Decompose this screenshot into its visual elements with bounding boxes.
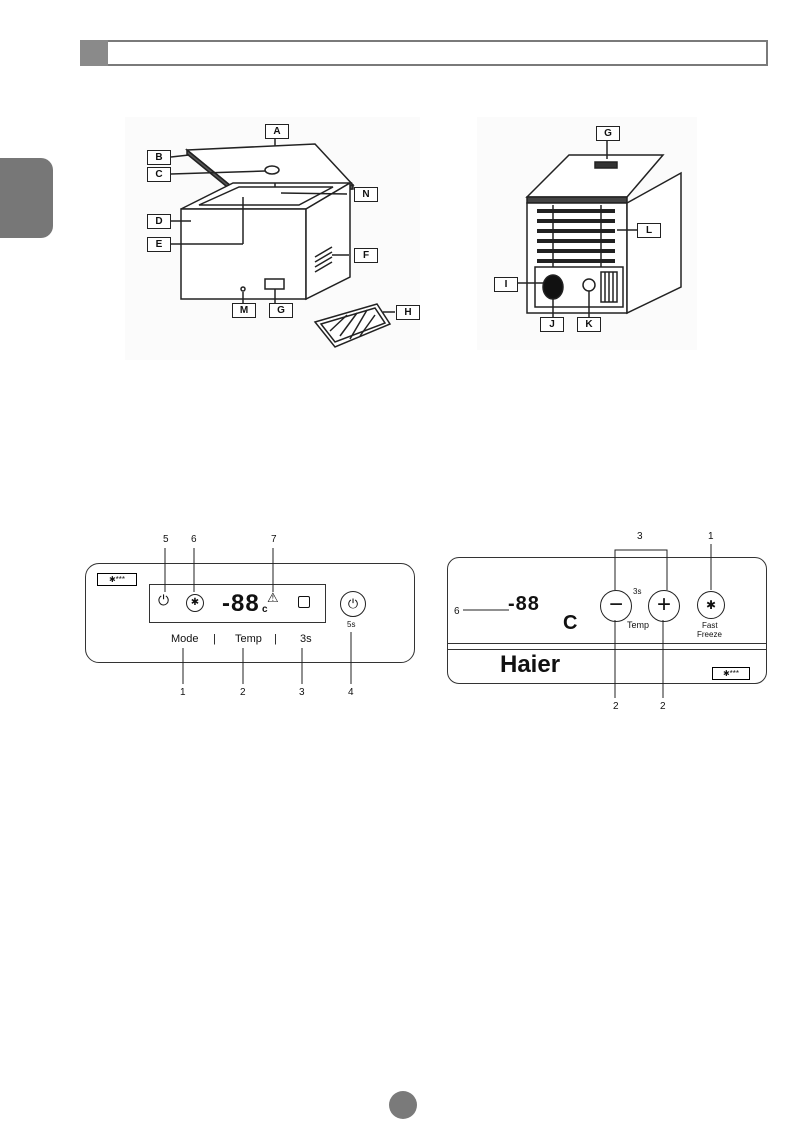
callout-4-left: 4 (348, 687, 354, 698)
callout-3-left: 3 (299, 687, 305, 698)
callout-2-right-a: 2 (613, 701, 619, 712)
panel-divider (447, 643, 767, 650)
callout-7: 7 (271, 534, 277, 545)
temp-label-right: Temp (627, 620, 650, 630)
fast-freeze-label-1: Fast (702, 621, 718, 630)
callout-2-right-b: 2 (660, 701, 666, 712)
label-m: M (232, 303, 256, 318)
label-l: L (637, 223, 661, 238)
side-tab (0, 158, 53, 238)
section-header-marker (80, 40, 108, 66)
control-panel-left (85, 563, 415, 663)
label-h: H (396, 305, 420, 320)
fast-freeze-button[interactable]: ✱ (697, 591, 725, 619)
power-button[interactable]: ⏻ (340, 591, 366, 617)
label-a: A (265, 124, 289, 139)
label-i: I (494, 277, 518, 292)
freezer-front-drawing (170, 139, 395, 348)
callout-6-right: 6 (454, 606, 460, 617)
energy-badge-left: ✱*** (97, 573, 137, 586)
callout-5: 5 (163, 534, 169, 545)
lock-hold-label-left[interactable]: 3s (300, 633, 312, 645)
label-b: B (147, 150, 171, 165)
label-d: D (147, 214, 171, 229)
page-number-dot (389, 1091, 417, 1119)
display-unit-left: c (262, 604, 268, 615)
freezer-front-figure (125, 117, 420, 360)
label-f: F (354, 248, 378, 263)
fast-freeze-label-2: Freeze (697, 630, 722, 639)
label-c: C (147, 167, 171, 182)
callout-6-left: 6 (191, 534, 197, 545)
label-g-back: G (596, 126, 620, 141)
temperature-display-left: -88 (222, 590, 260, 617)
label-e: E (147, 237, 171, 252)
power-hold-label: 5s (347, 620, 356, 629)
right-panel-leaders (463, 544, 712, 698)
freezer-back-figure (477, 117, 697, 350)
callout-3-right: 3 (637, 531, 643, 542)
separator-1: | (213, 633, 216, 645)
control-panel-right (447, 557, 767, 684)
minus-button[interactable]: − (600, 590, 632, 622)
display-unit-right: C (563, 612, 578, 634)
callout-1-right: 1 (708, 531, 714, 542)
label-k: K (577, 317, 601, 332)
display-box-left (149, 584, 326, 623)
label-g-front: G (269, 303, 293, 318)
left-panel-leaders (164, 548, 352, 684)
callout-1-left: 1 (180, 687, 186, 698)
mode-button[interactable]: Mode (171, 633, 199, 645)
energy-badge-right: ✱*** (712, 667, 750, 680)
lock-hold-label-right: 3s (633, 587, 642, 596)
alarm-icon: ⚠ (267, 590, 279, 605)
snowflake-icon: ✱ (186, 594, 204, 612)
callout-2-left: 2 (240, 687, 246, 698)
brand-logo: Haier (500, 651, 561, 678)
plus-button[interactable]: + (648, 590, 680, 622)
temperature-display-right: -88 (508, 593, 540, 615)
label-n: N (354, 187, 378, 202)
label-j: J (540, 317, 564, 332)
section-header-bar (80, 40, 768, 66)
separator-2: | (274, 633, 277, 645)
temp-button-left[interactable]: Temp (235, 633, 262, 645)
freezer-back-drawing (517, 139, 682, 317)
plug-icon: ⏻ (158, 592, 170, 608)
lock-icon (298, 596, 310, 608)
